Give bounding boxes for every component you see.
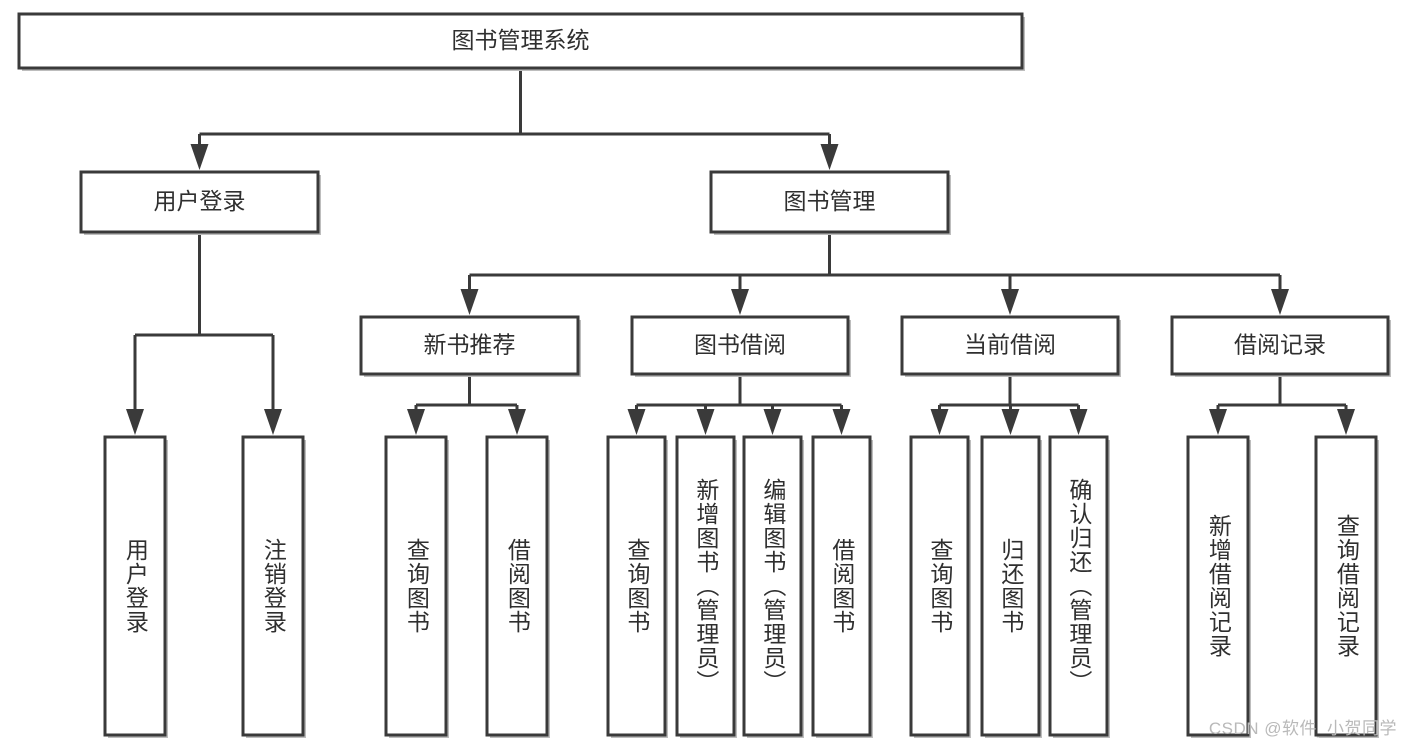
node-rect[interactable] bbox=[103, 435, 167, 737]
arrow-head-icon bbox=[1271, 289, 1289, 315]
node-rect[interactable] bbox=[17, 12, 1024, 70]
node-user-login[interactable]: 用户登录 bbox=[79, 170, 321, 235]
node-label: 查询图书 bbox=[403, 538, 430, 634]
node-leaf-add-book[interactable]: 新增图书（管理员） bbox=[675, 435, 737, 738]
node-rect[interactable] bbox=[241, 435, 305, 737]
node-rect[interactable] bbox=[742, 435, 803, 737]
arrow-head-icon bbox=[508, 409, 526, 435]
node-rect[interactable] bbox=[709, 170, 950, 234]
node-rect[interactable] bbox=[630, 315, 850, 376]
arrow-head-icon bbox=[190, 144, 209, 170]
node-leaf-user-login[interactable]: 用户登录 bbox=[103, 435, 168, 738]
node-rect[interactable] bbox=[909, 435, 970, 737]
node-label: 借阅图书 bbox=[828, 538, 855, 634]
node-rect[interactable] bbox=[1314, 435, 1378, 737]
node-label: 查询图书 bbox=[623, 538, 650, 634]
node-borrow-record[interactable]: 借阅记录 bbox=[1170, 315, 1391, 377]
node-label: 借阅记录 bbox=[1234, 332, 1326, 358]
arrow-head-icon bbox=[1069, 409, 1088, 435]
node-label: 归还图书 bbox=[997, 538, 1024, 634]
node-rect[interactable] bbox=[359, 315, 580, 376]
node-leaf-query-record[interactable]: 查询借阅记录 bbox=[1314, 435, 1379, 738]
node-rect[interactable] bbox=[980, 435, 1041, 737]
node-label-wrap: 新增借阅记录 bbox=[1205, 514, 1232, 658]
node-label: 新书推荐 bbox=[424, 332, 516, 358]
node-leaf-query-book-2[interactable]: 查询图书 bbox=[606, 435, 668, 738]
node-label: 借阅图书 bbox=[504, 538, 531, 634]
node-label: 新增借阅记录 bbox=[1205, 514, 1232, 658]
node-leaf-return-book[interactable]: 归还图书 bbox=[980, 435, 1042, 738]
arrow-head-icon bbox=[763, 409, 782, 435]
node-label-wrap: 新增图书（管理员） bbox=[692, 478, 719, 694]
node-rect[interactable] bbox=[384, 435, 448, 737]
node-label-wrap: 查询借阅记录 bbox=[1333, 514, 1360, 658]
node-label: 新增图书（管理员） bbox=[692, 478, 719, 694]
node-label: 编辑图书（管理员） bbox=[759, 478, 786, 694]
node-label: 图书借阅 bbox=[694, 332, 786, 358]
node-leaf-edit-book[interactable]: 编辑图书（管理员） bbox=[742, 435, 804, 738]
node-leaf-borrow-book-2[interactable]: 借阅图书 bbox=[811, 435, 873, 738]
arrow-head-icon bbox=[1337, 409, 1355, 435]
node-label-wrap: 注销登录 bbox=[260, 538, 287, 634]
arrow-head-icon bbox=[126, 409, 144, 435]
node-leaf-logout[interactable]: 注销登录 bbox=[241, 435, 306, 738]
arrow-head-icon bbox=[627, 409, 646, 435]
node-label-wrap: 查询图书 bbox=[926, 538, 953, 634]
node-label: 用户登录 bbox=[154, 188, 246, 214]
node-label-wrap: 编辑图书（管理员） bbox=[759, 478, 786, 694]
node-leaf-borrow-book-1[interactable]: 借阅图书 bbox=[485, 435, 550, 738]
node-rect[interactable] bbox=[811, 435, 872, 737]
node-label: 图书管理系统 bbox=[452, 27, 590, 53]
arrow-head-icon bbox=[460, 289, 479, 315]
node-leaf-add-record[interactable]: 新增借阅记录 bbox=[1186, 435, 1251, 738]
node-root[interactable]: 图书管理系统 bbox=[17, 12, 1025, 71]
node-rect[interactable] bbox=[1048, 435, 1109, 737]
node-label: 注销登录 bbox=[260, 538, 287, 634]
node-label-wrap: 确认归还（管理员） bbox=[1065, 478, 1092, 694]
arrow-head-icon bbox=[820, 144, 839, 170]
arrow-head-icon bbox=[1209, 409, 1227, 435]
node-rect[interactable] bbox=[675, 435, 736, 737]
arrow-head-icon bbox=[731, 289, 749, 315]
arrow-head-icon bbox=[407, 409, 425, 435]
node-label: 当前借阅 bbox=[964, 332, 1056, 358]
node-label-wrap: 查询图书 bbox=[403, 538, 430, 634]
node-book-manage[interactable]: 图书管理 bbox=[709, 170, 951, 235]
node-rect[interactable] bbox=[606, 435, 667, 737]
arrow-head-icon bbox=[930, 409, 949, 435]
node-book-borrow[interactable]: 图书借阅 bbox=[630, 315, 851, 377]
node-leaf-query-book-3[interactable]: 查询图书 bbox=[909, 435, 971, 738]
node-label-wrap: 借阅图书 bbox=[828, 538, 855, 634]
arrow-head-icon bbox=[1001, 289, 1019, 315]
arrow-head-icon bbox=[832, 409, 851, 435]
node-label-wrap: 查询图书 bbox=[623, 538, 650, 634]
node-rect[interactable] bbox=[1170, 315, 1390, 376]
arrow-head-icon bbox=[1001, 409, 1020, 435]
node-rect[interactable] bbox=[900, 315, 1120, 376]
node-label: 查询图书 bbox=[926, 538, 953, 634]
node-label-wrap: 借阅图书 bbox=[504, 538, 531, 634]
node-label: 图书管理 bbox=[784, 188, 876, 214]
node-rect[interactable] bbox=[79, 170, 320, 234]
node-label-wrap: 用户登录 bbox=[122, 538, 149, 634]
node-current-borrow[interactable]: 当前借阅 bbox=[900, 315, 1121, 377]
node-label-wrap: 归还图书 bbox=[997, 538, 1024, 634]
arrow-head-icon bbox=[696, 409, 715, 435]
node-rect[interactable] bbox=[1186, 435, 1250, 737]
arrow-head-icon bbox=[264, 409, 282, 435]
node-leaf-query-book-1[interactable]: 查询图书 bbox=[384, 435, 449, 738]
node-leaf-confirm-return[interactable]: 确认归还（管理员） bbox=[1048, 435, 1110, 738]
node-label: 查询借阅记录 bbox=[1333, 514, 1360, 658]
node-rect[interactable] bbox=[485, 435, 549, 737]
node-label: 用户登录 bbox=[122, 538, 149, 634]
node-new-book-rec[interactable]: 新书推荐 bbox=[359, 315, 581, 377]
node-label: 确认归还（管理员） bbox=[1065, 478, 1092, 694]
